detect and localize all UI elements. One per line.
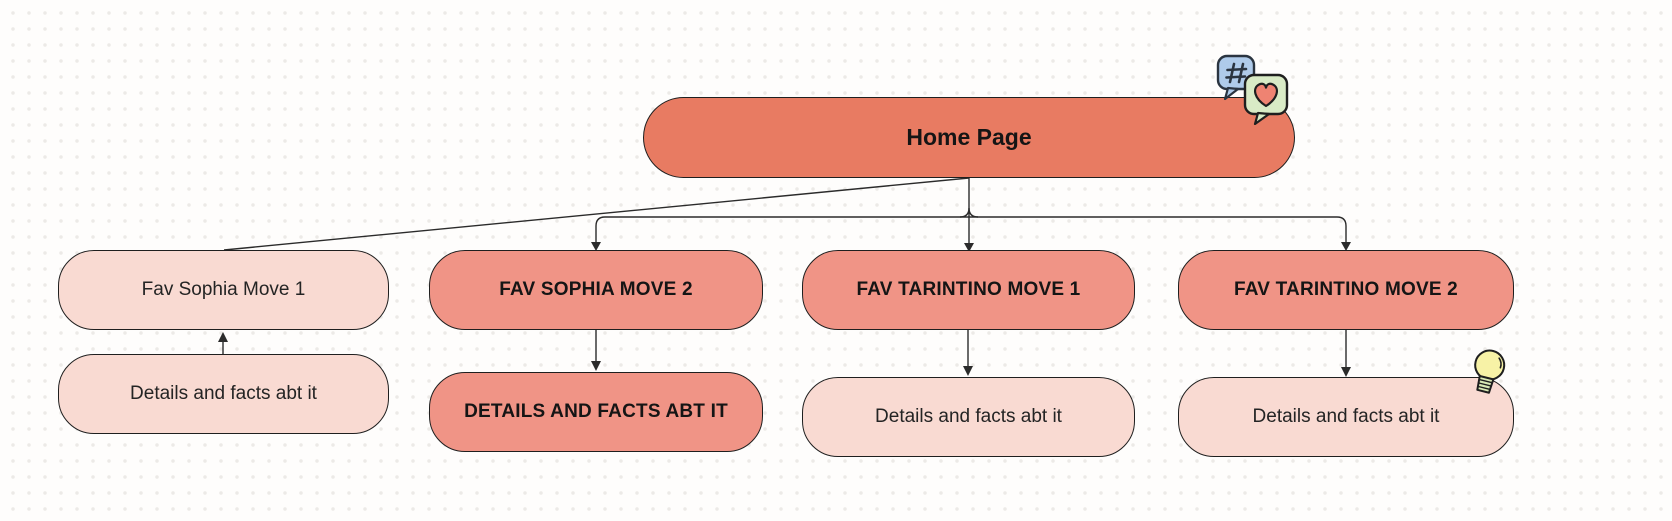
node-details-tarintino-2[interactable]: Details and facts abt it (1178, 377, 1514, 457)
node-home-page-label: Home Page (906, 124, 1032, 150)
node-label: FAV SOPHIA MOVE 2 (499, 279, 693, 300)
node-label: FAV TARINTINO MOVE 2 (1234, 279, 1458, 300)
node-label: Details and facts abt it (875, 406, 1062, 427)
node-fav-sophia-move-1[interactable]: Fav Sophia Move 1 (58, 250, 389, 330)
node-details-sophia-2[interactable]: DETAILS AND FACTS ABT IT (429, 372, 763, 452)
heart-bubble-icon[interactable] (1243, 73, 1291, 125)
node-details-tarintino-1[interactable]: Details and facts abt it (802, 377, 1135, 457)
node-label: FAV TARINTINO MOVE 1 (856, 279, 1081, 300)
node-fav-tarintino-move-1[interactable]: FAV TARINTINO MOVE 1 (802, 250, 1135, 330)
lightbulb-icon[interactable] (1462, 346, 1514, 408)
node-label: Details and facts abt it (130, 383, 317, 404)
node-label: Fav Sophia Move 1 (141, 279, 306, 300)
node-details-sophia-1[interactable]: Details and facts abt it (58, 354, 389, 434)
node-fav-tarintino-move-2[interactable]: FAV TARINTINO MOVE 2 (1178, 250, 1514, 330)
node-home-page[interactable]: Home Page (643, 97, 1295, 178)
node-label: DETAILS AND FACTS ABT IT (464, 401, 728, 422)
node-label: Details and facts abt it (1252, 406, 1440, 427)
node-fav-sophia-move-2[interactable]: FAV SOPHIA MOVE 2 (429, 250, 763, 330)
